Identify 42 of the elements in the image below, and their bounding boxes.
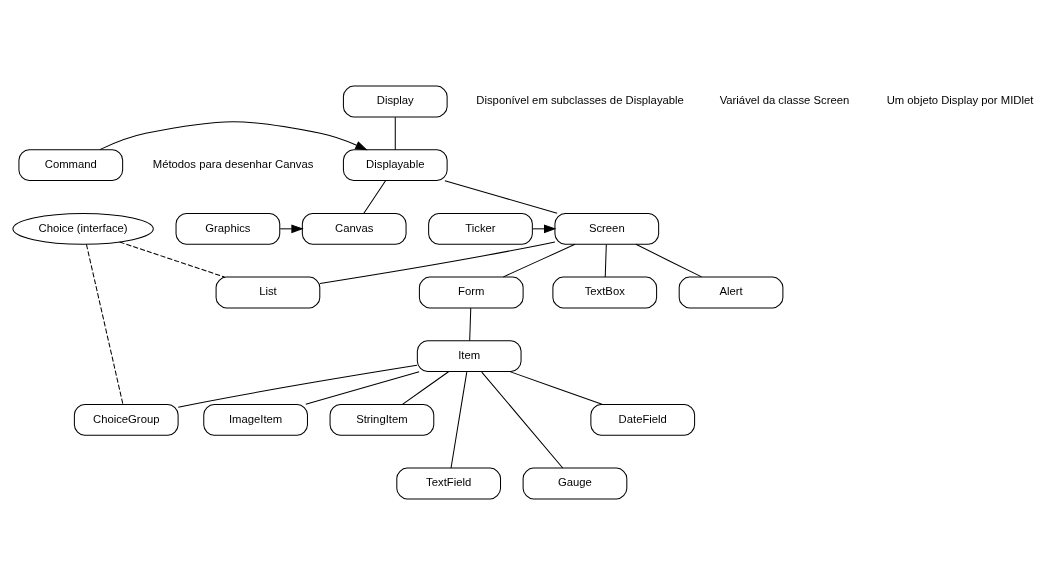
connector [481, 371, 564, 469]
label: Métodos para desenhar Canvas [152, 157, 314, 170]
label: Disponível em subclasses de Displayable [476, 93, 684, 106]
node-box: Screen [554, 212, 660, 245]
node-box: TextBox [552, 276, 658, 308]
connector [635, 243, 703, 277]
node-box: Display [342, 85, 448, 117]
connector [363, 179, 387, 214]
node-box: Canvas [301, 212, 407, 245]
node-box: List [215, 276, 321, 308]
connector [444, 179, 558, 214]
node-box: Item [416, 339, 522, 372]
node-box: Command [18, 148, 124, 181]
connector [177, 364, 418, 408]
node-box: ImageItem [203, 403, 308, 436]
connector [401, 370, 450, 405]
connector [469, 307, 472, 341]
node-box: Ticker [428, 212, 533, 245]
label: Variável da classe Screen [719, 93, 850, 106]
connector [450, 371, 468, 469]
node-box: Displayable [342, 148, 448, 181]
node-box: Form [418, 276, 524, 308]
connector [394, 116, 396, 150]
node-box: DateField [590, 403, 696, 436]
node-box: Gauge [522, 467, 628, 499]
node-ellipse: Choice (interface) [12, 212, 154, 245]
node-box: StringItem [329, 403, 435, 436]
connector [319, 241, 556, 284]
node-box: Graphics [175, 212, 281, 245]
label: Um objeto Display por MIDlet [886, 93, 1034, 106]
node-box: ChoiceGroup [73, 403, 179, 436]
arrow [99, 120, 368, 150]
connector [604, 243, 607, 277]
connector [85, 243, 124, 405]
node-box: Alert [678, 276, 784, 308]
arrow [279, 224, 304, 233]
connector [509, 370, 603, 405]
connector [305, 370, 420, 405]
arrow [532, 224, 557, 233]
connector [119, 241, 226, 278]
connector [502, 243, 576, 277]
node-box: TextField [396, 467, 502, 499]
